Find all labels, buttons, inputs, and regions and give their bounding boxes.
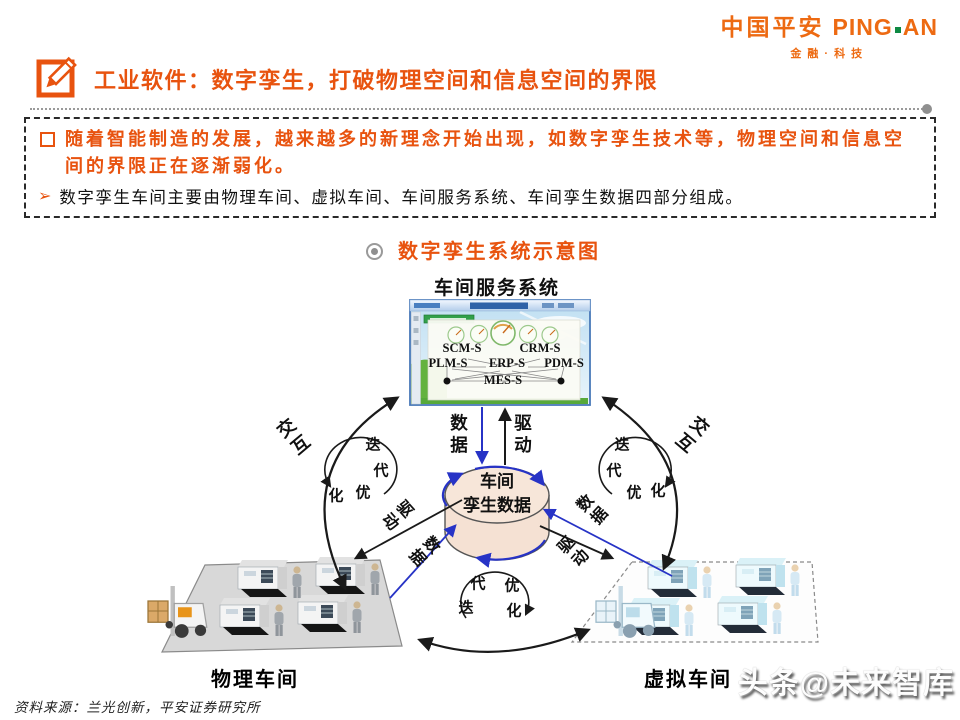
label-data-down: 数据: [450, 413, 468, 455]
virtual-workshop-label: 虚拟车间: [644, 669, 732, 691]
pencil-icon: [36, 56, 77, 98]
iterate-char: 代: [606, 463, 622, 480]
iterate-char: 代: [373, 463, 389, 480]
circulation-arrows: [441, 465, 546, 568]
label-drive-up: 驱动: [514, 413, 532, 455]
figure-caption: 数字孪生系统示意图: [398, 241, 601, 263]
iterate-char: 代: [470, 576, 486, 593]
virtual-workshop-graphic: [570, 557, 819, 643]
module-network-lines: [446, 358, 565, 382]
module-pdm: PDM-S: [544, 356, 584, 370]
iterate-char: 化: [328, 488, 344, 505]
iterate-char: 迭: [614, 437, 630, 454]
logo-subtitle: 金融·科技: [790, 48, 869, 60]
iterate-circle-arrows: [320, 436, 676, 619]
iterate-char: 迭: [365, 437, 381, 454]
source-note: 资料来源：兰光创新，平安证券研究所: [14, 700, 261, 715]
logo-en-ping: PING: [832, 14, 893, 40]
service-system-label: 车间服务系统: [433, 278, 560, 299]
summary-row-2: ➢ 数字孪生车间主要由物理车间、虚拟车间、车间服务系统、车间孪生数据四部分组成。: [38, 185, 922, 210]
square-bullet-icon: [40, 132, 55, 147]
iterate-char: 优: [626, 485, 642, 502]
twin-data-label: 车间 孪生数据: [463, 472, 531, 515]
module-plm: PLM-S: [428, 356, 468, 370]
title-divider: [30, 104, 932, 114]
module-mes: MES-S: [483, 373, 523, 387]
service-system-window: [409, 299, 591, 406]
chevron-bullet-icon: ➢: [38, 188, 52, 205]
vertical-arrows: [475, 407, 512, 465]
iterate-char: 优: [355, 485, 371, 502]
twin-data-cylinder: [441, 465, 550, 568]
logo-cn: 中国平安: [720, 14, 825, 40]
module-crm: CRM-S: [519, 341, 561, 355]
iterate-char: 优: [504, 578, 520, 595]
watermark: 头条@未来智库: [737, 667, 954, 700]
iterate-char: 化: [650, 483, 666, 500]
logo-en-an: AN: [902, 14, 938, 40]
summary-text-2: 数字孪生车间主要由物理车间、虚拟车间、车间服务系统、车间孪生数据四部分组成。: [59, 188, 744, 207]
digital-twin-diagram: [148, 299, 819, 653]
summary-row-1: 随着智能制造的发展，越来越多的新理念开始出现，如数字孪生技术等，物理空间和信息空…: [38, 126, 922, 180]
pingan-logo-text: 中国平安 PING AN: [721, 8, 938, 42]
summary-text-1: 随着智能制造的发展，越来越多的新理念开始出现，如数字孪生技术等，物理空间和信息空…: [65, 129, 905, 176]
divider-end-dot: [922, 104, 932, 114]
page-title: 工业软件：数字孪生，打破物理空间和信息空间的界限: [94, 68, 659, 93]
pingan-logo: 中国平安 PING AN 金融·科技: [721, 8, 938, 61]
iterate-char: 化: [506, 603, 522, 620]
module-erp: ERP-S: [488, 356, 526, 370]
module-scm: SCM-S: [442, 341, 482, 355]
logo-green-dot-icon: [894, 27, 901, 33]
diagonal-arrows: [353, 499, 673, 599]
iterate-char: 迭: [458, 600, 474, 617]
physical-workshop-label: 物理车间: [211, 669, 299, 691]
caption-bullseye-icon: [366, 243, 383, 260]
summary-box: 随着智能制造的发展，越来越多的新理念开始出现，如数字孪生技术等，物理空间和信息空…: [24, 117, 936, 218]
gauge-icons: [447, 320, 559, 346]
physical-workshop-graphic: [148, 556, 403, 653]
